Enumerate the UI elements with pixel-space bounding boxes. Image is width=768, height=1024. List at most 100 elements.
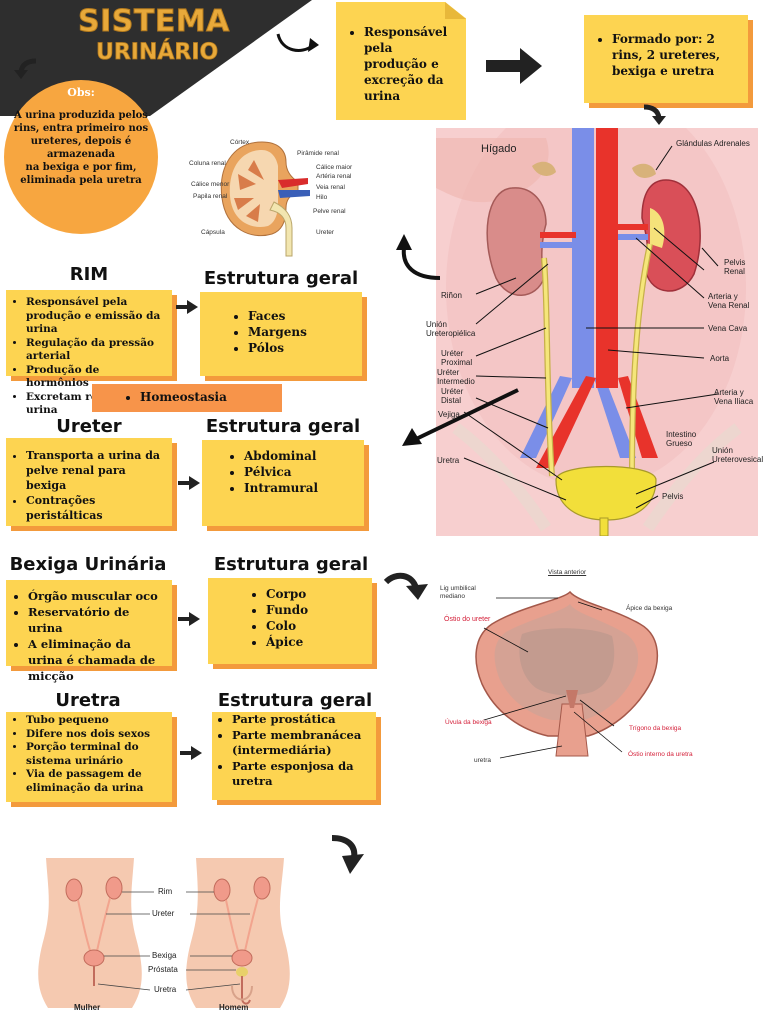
bexiga-item: Órgão muscular oco: [28, 588, 164, 604]
obs-line: A urina produzida pelos: [14, 110, 148, 121]
anatomy-label-pelvis-renal: Pelvis Renal: [724, 258, 746, 276]
diagonal-arrow-icon: [402, 388, 519, 446]
bladder-label-ostio-ureter: Óstio do ureter: [444, 616, 491, 623]
rim-note: Responsável pela produção e emissão da u…: [6, 290, 172, 416]
anatomy-label-vejiga: Vejiga: [438, 410, 460, 419]
uretra-struct-item: Parte membranácea (intermediária): [232, 728, 368, 759]
bexiga-struct-item: Fundo: [266, 602, 364, 618]
uretra-struct-item: Parte esponjosa da uretra: [232, 759, 368, 790]
uretra-item: Tubo pequeno: [26, 714, 164, 728]
urinary-tract-illustration: [436, 128, 758, 536]
obs-line: na bexiga e por fim,: [25, 162, 137, 173]
kidney-label: Cápsula: [201, 229, 225, 236]
bladder-label-apice: Ápice da bexiga: [626, 605, 673, 612]
ureter-note: Transporta a urina da pelve renal para b…: [6, 438, 172, 526]
anatomy-label-intestino: Intestino Grueso: [666, 430, 697, 448]
kidney-label: Papila renal: [193, 193, 228, 200]
rim-struct-note: Faces Margens Pólos: [200, 292, 362, 376]
bexiga-struct-item: Colo: [266, 618, 364, 634]
small-right-arrow-icon: [178, 476, 200, 490]
curved-arrow-icon: [383, 572, 428, 600]
obs-line: eliminada pela uretra: [20, 175, 142, 186]
kidney-label: Hilo: [316, 194, 328, 201]
function-item: Responsável pela produção e excreção da …: [364, 24, 458, 104]
kidney-label: Ureter: [316, 229, 335, 236]
anatomy-label-uretra: Uretra: [437, 456, 460, 465]
anatomy-label-ureter-distal: Uréter Distal: [441, 387, 464, 405]
ureter-struct-heading: Estrutura geral: [205, 416, 361, 437]
bladder-label-uvula: Úvula da bexiga: [445, 719, 492, 726]
bexiga-note: Órgão muscular oco Reservatório de urina…: [6, 580, 172, 683]
right-arrow-icon: [486, 48, 542, 84]
curved-arrow-icon: [396, 234, 441, 280]
kidney-section-illustration: [220, 141, 310, 257]
small-right-arrow-icon: [176, 300, 198, 314]
anatomy-label-vena-cava: Vena Cava: [708, 324, 748, 333]
bexiga-heading: Bexiga Urinária: [9, 554, 167, 575]
ureter-struct-item: Pélvica: [244, 464, 356, 480]
bladder-label-trigono: Trígono da bexiga: [629, 725, 682, 732]
obs-line: armazenada: [46, 149, 116, 160]
uretra-struct-item: Parte prostática: [232, 712, 368, 728]
kidney-label: Artéria renal: [316, 173, 352, 180]
rim-item: Regulação da pressão arterial: [26, 337, 164, 364]
bexiga-struct-item: Corpo: [266, 586, 364, 602]
anatomy-label-arteria-vena-renal: Arteria y Vena Renal: [708, 292, 750, 310]
anatomy-label-union-up: Unión Ureteropiélica: [426, 320, 476, 338]
rim-struct-item: Margens: [248, 324, 354, 340]
anatomy-label-arteria-vena-iliaca: Arteria y Vena Iliaca: [714, 388, 754, 406]
bladder-label-uretra: uretra: [474, 757, 491, 764]
formed-item: Formado por: 2 rins, 2 ureteres, bexiga …: [612, 31, 740, 79]
curved-arrow-icon: [331, 835, 364, 874]
bexiga-item: A eliminação da urina é chamada de micçã…: [28, 636, 164, 684]
small-right-arrow-icon: [180, 746, 202, 760]
uretra-note: Tubo pequeno Difere nos dois sexos Porçã…: [6, 712, 172, 802]
title-line2: URINÁRIO: [96, 40, 219, 66]
ureter-item: Transporta a urina da pelve renal para b…: [26, 448, 164, 493]
ureter-struct-note: Abdominal Pélvica Intramural: [202, 440, 364, 526]
anatomy-label-glandulas: Glándulas Adrenales: [676, 139, 750, 148]
uretra-item: Porção terminal do sistema urinário: [26, 741, 164, 768]
kidney-label: Veia renal: [316, 184, 345, 191]
male-female-urinary-illustration: [38, 858, 290, 1008]
anatomy-label-ureter-intermedio: Uréter Intermedio: [437, 368, 475, 386]
small-right-arrow-icon: [178, 612, 200, 626]
bladder-illustration: [475, 590, 659, 759]
bexiga-struct-note: Corpo Fundo Colo Ápice: [208, 578, 372, 664]
kidney-label: Cálice menor: [191, 181, 230, 188]
uretra-struct-note: Parte prostática Parte membranácea (inte…: [212, 712, 376, 800]
rim-struct-item: Pólos: [248, 340, 354, 356]
rim-item: Responsável pela produção e emissão da u…: [26, 296, 164, 337]
ureter-struct-item: Abdominal: [244, 448, 356, 464]
body-label-ureter: Ureter: [152, 909, 175, 918]
bladder-label-ostio-interno: Óstio interno da uretra: [628, 751, 693, 758]
down-arrow-icon: [643, 104, 666, 125]
uretra-heading: Uretra: [55, 690, 121, 711]
body-label-uretra: Uretra: [154, 985, 177, 994]
body-label-mulher: Mulher: [74, 1003, 101, 1012]
ureter-heading: Ureter: [56, 416, 122, 437]
bexiga-struct-heading: Estrutura geral: [213, 554, 369, 575]
obs-text: A urina produzida pelos rins, entra prim…: [4, 109, 158, 187]
bexiga-struct-item: Ápice: [266, 634, 364, 650]
curved-arrow-icon: [276, 33, 319, 52]
rim-struct-item: Faces: [248, 308, 354, 324]
anatomy-label-pelvis: Pelvis: [662, 492, 684, 501]
down-arrow-icon: [14, 58, 37, 79]
anatomy-label-aorta: Aorta: [710, 354, 730, 363]
bexiga-item: Reservatório de urina: [28, 604, 164, 636]
kidney-label: Coluna renal: [189, 160, 226, 167]
anatomy-label-ureter-proximal: Uréter Proximal: [441, 349, 473, 367]
bladder-label-lig: Lig umbilical mediano: [440, 585, 476, 600]
body-label-rim: Rim: [158, 887, 173, 896]
kidney-label: Pirâmide renal: [297, 150, 339, 157]
kidney-label: Córtex: [230, 139, 250, 146]
uretra-item: Via de passagem de eliminação da urina: [26, 768, 164, 795]
body-label-bexiga: Bexiga: [152, 951, 177, 960]
body-label-homem: Homem: [219, 1003, 249, 1012]
homeostasia-bar: Homeostasia: [92, 384, 282, 412]
uretra-item: Difere nos dois sexos: [26, 728, 164, 742]
anatomy-label-rinon: Riñon: [441, 291, 462, 300]
rim-struct-heading: Estrutura geral: [203, 268, 359, 289]
anatomy-label-higado: Hígado: [481, 143, 517, 155]
